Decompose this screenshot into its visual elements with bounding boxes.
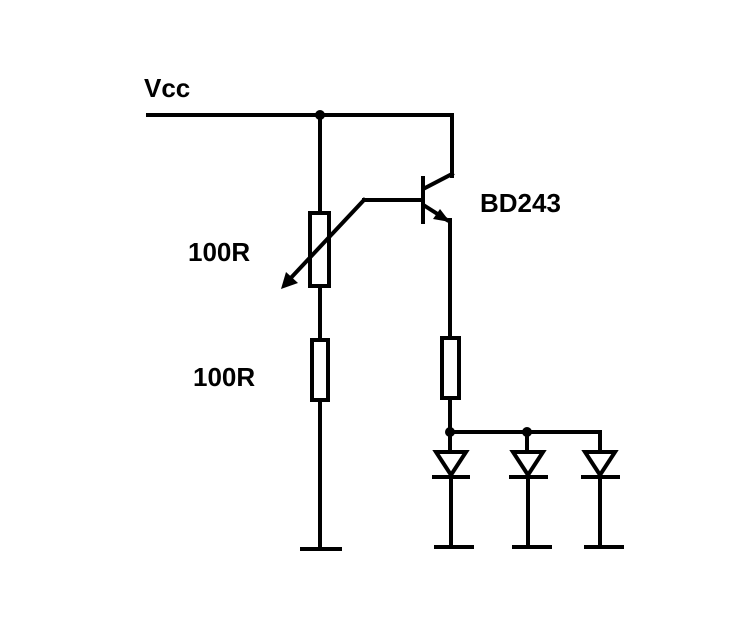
resistor-value-label: 100R [193, 362, 255, 392]
transistor-label: BD243 [480, 188, 561, 218]
wiper-to-base [281, 197, 422, 289]
emitter-branch [440, 218, 602, 454]
vcc-rail [146, 110, 454, 178]
led-2 [509, 450, 552, 549]
resistor-emitter [440, 336, 461, 400]
led-3 [581, 450, 624, 549]
vcc-label: Vcc [144, 73, 190, 103]
resistor-lower [310, 338, 330, 402]
transistor-symbol [421, 171, 455, 224]
wiper-arrow-icon [281, 272, 298, 289]
divider-branch [300, 113, 342, 551]
emitter-arrow-icon [433, 209, 450, 222]
led-1 [432, 450, 474, 549]
potentiometer-value-label: 100R [188, 237, 250, 267]
